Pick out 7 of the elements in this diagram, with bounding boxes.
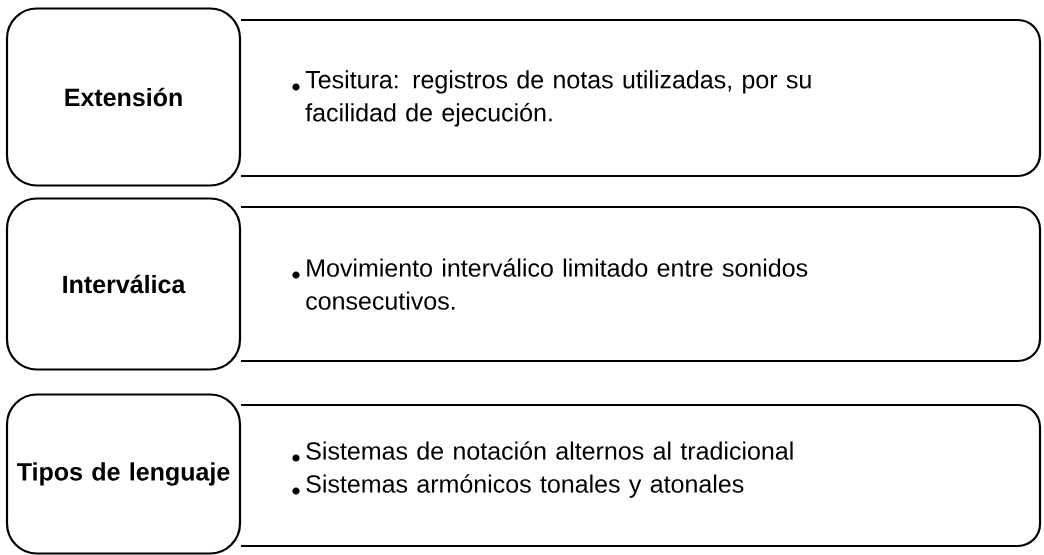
bullet-text: Movimiento interválico limitado entre sonidos consecutivos. — [306, 258, 808, 310]
bullet-text: Tesitura: registros de notas utilizadas, por su facilidad de ejecución. — [305, 70, 811, 127]
heading-box: Interválica — [5, 197, 242, 371]
bullet-text: Sistemas armónicos tonales y atonales — [306, 474, 744, 498]
heading-box: Tipos de lenguaje — [5, 393, 242, 555]
heading-box: Extensión — [5, 7, 242, 187]
bullet-text: Sistemas de notación alternos al tradicional — [306, 441, 793, 460]
